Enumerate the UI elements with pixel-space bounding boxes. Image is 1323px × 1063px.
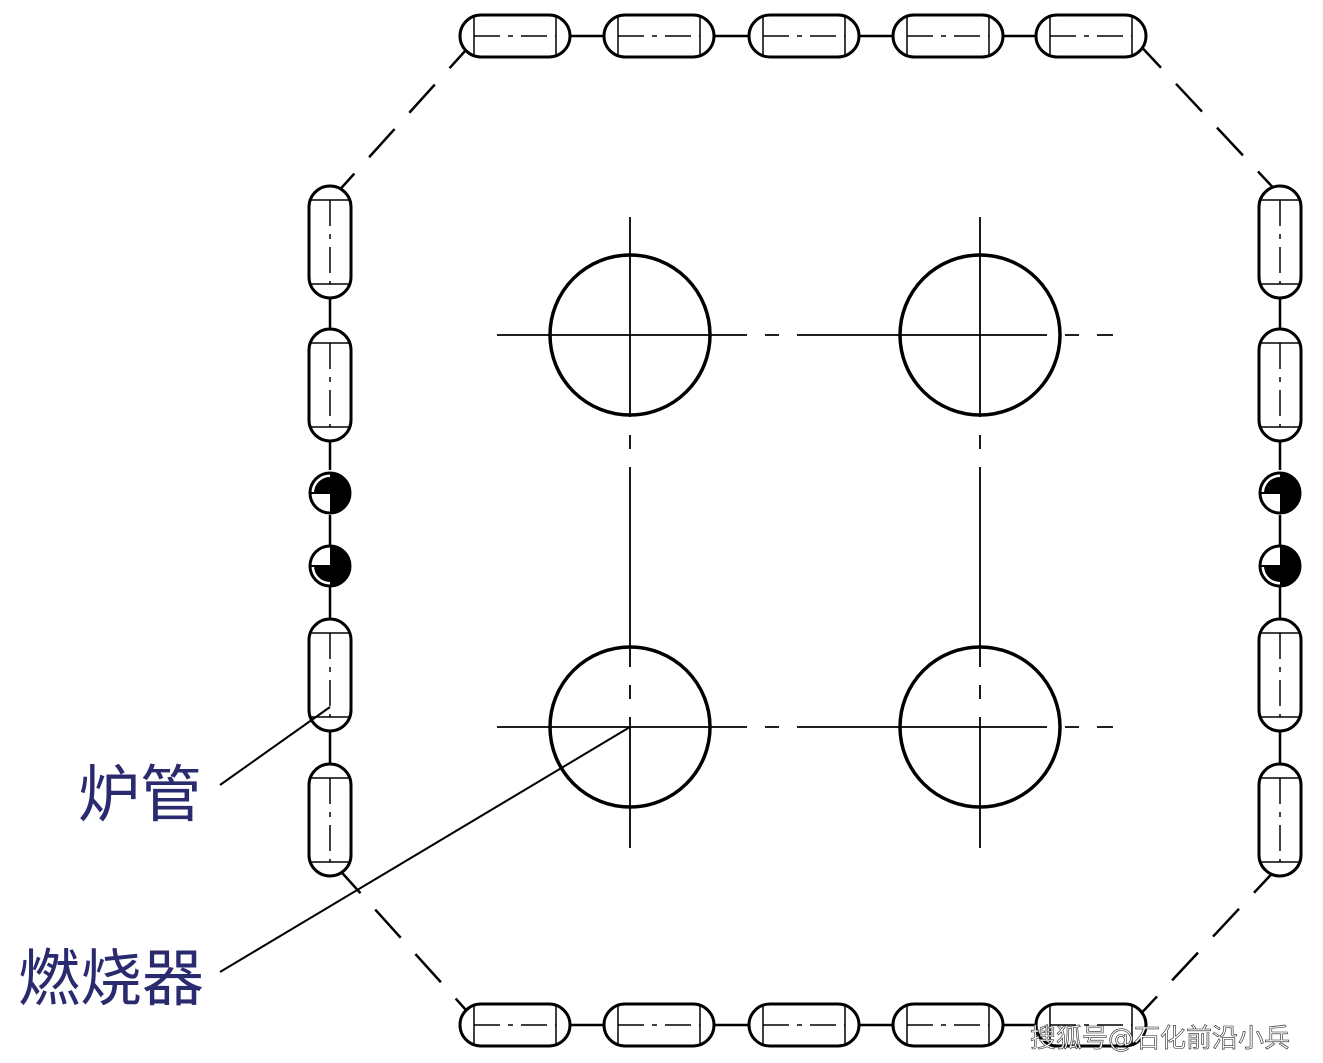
burner-top-right (898, 253, 1062, 417)
wall-diagonal-top-right (1134, 39, 1281, 196)
thermocouple-right-2 (1258, 544, 1302, 588)
burner-top-left (548, 253, 712, 417)
tube-top-3 (747, 13, 861, 59)
furnace-tubes (307, 13, 1303, 1048)
tube-top-5 (1034, 13, 1148, 59)
leader-furnace-tube (219, 706, 331, 786)
thermocouple-left-1 (308, 471, 352, 515)
wall-diagonal-top-left (334, 39, 476, 196)
tube-right-3 (1257, 617, 1303, 733)
burner-centerlines (497, 217, 1113, 848)
tube-bottom-4 (891, 1002, 1005, 1048)
tube-right-2 (1257, 327, 1303, 443)
leader-burner (219, 726, 631, 973)
tube-top-2 (602, 13, 716, 59)
thermocouple-left-2 (308, 544, 352, 588)
tube-bottom-5 (1034, 1002, 1148, 1048)
burner-bottom-right (898, 645, 1062, 809)
tube-left-4 (307, 762, 353, 878)
wall-diagonal-bottom-right (1134, 864, 1281, 1021)
watermark-text: 搜狐号@石化前沿小兵 (1030, 1024, 1290, 1054)
tube-bottom-1 (458, 1002, 572, 1048)
tube-left-2 (307, 327, 353, 443)
burners (548, 253, 1062, 809)
tube-top-4 (891, 13, 1005, 59)
tube-bottom-2 (602, 1002, 716, 1048)
thermocouple-right-1 (1258, 471, 1302, 515)
thermocouples (308, 471, 1302, 588)
leader-lines (219, 706, 631, 973)
burner-bottom-left (548, 645, 712, 809)
tube-left-1 (307, 184, 353, 300)
label-burner: 燃烧器 (18, 942, 204, 1015)
tube-top-1 (458, 13, 572, 59)
tube-right-4 (1257, 762, 1303, 878)
furnace-wall-outline (334, 39, 1281, 1021)
tube-right-1 (1257, 184, 1303, 300)
tube-bottom-3 (747, 1002, 861, 1048)
label-furnace-tube: 炉管 (78, 758, 202, 831)
tube-left-3 (307, 617, 353, 733)
wall-diagonal-bottom-left (334, 864, 476, 1021)
wall-connectors (328, 34, 1282, 1027)
